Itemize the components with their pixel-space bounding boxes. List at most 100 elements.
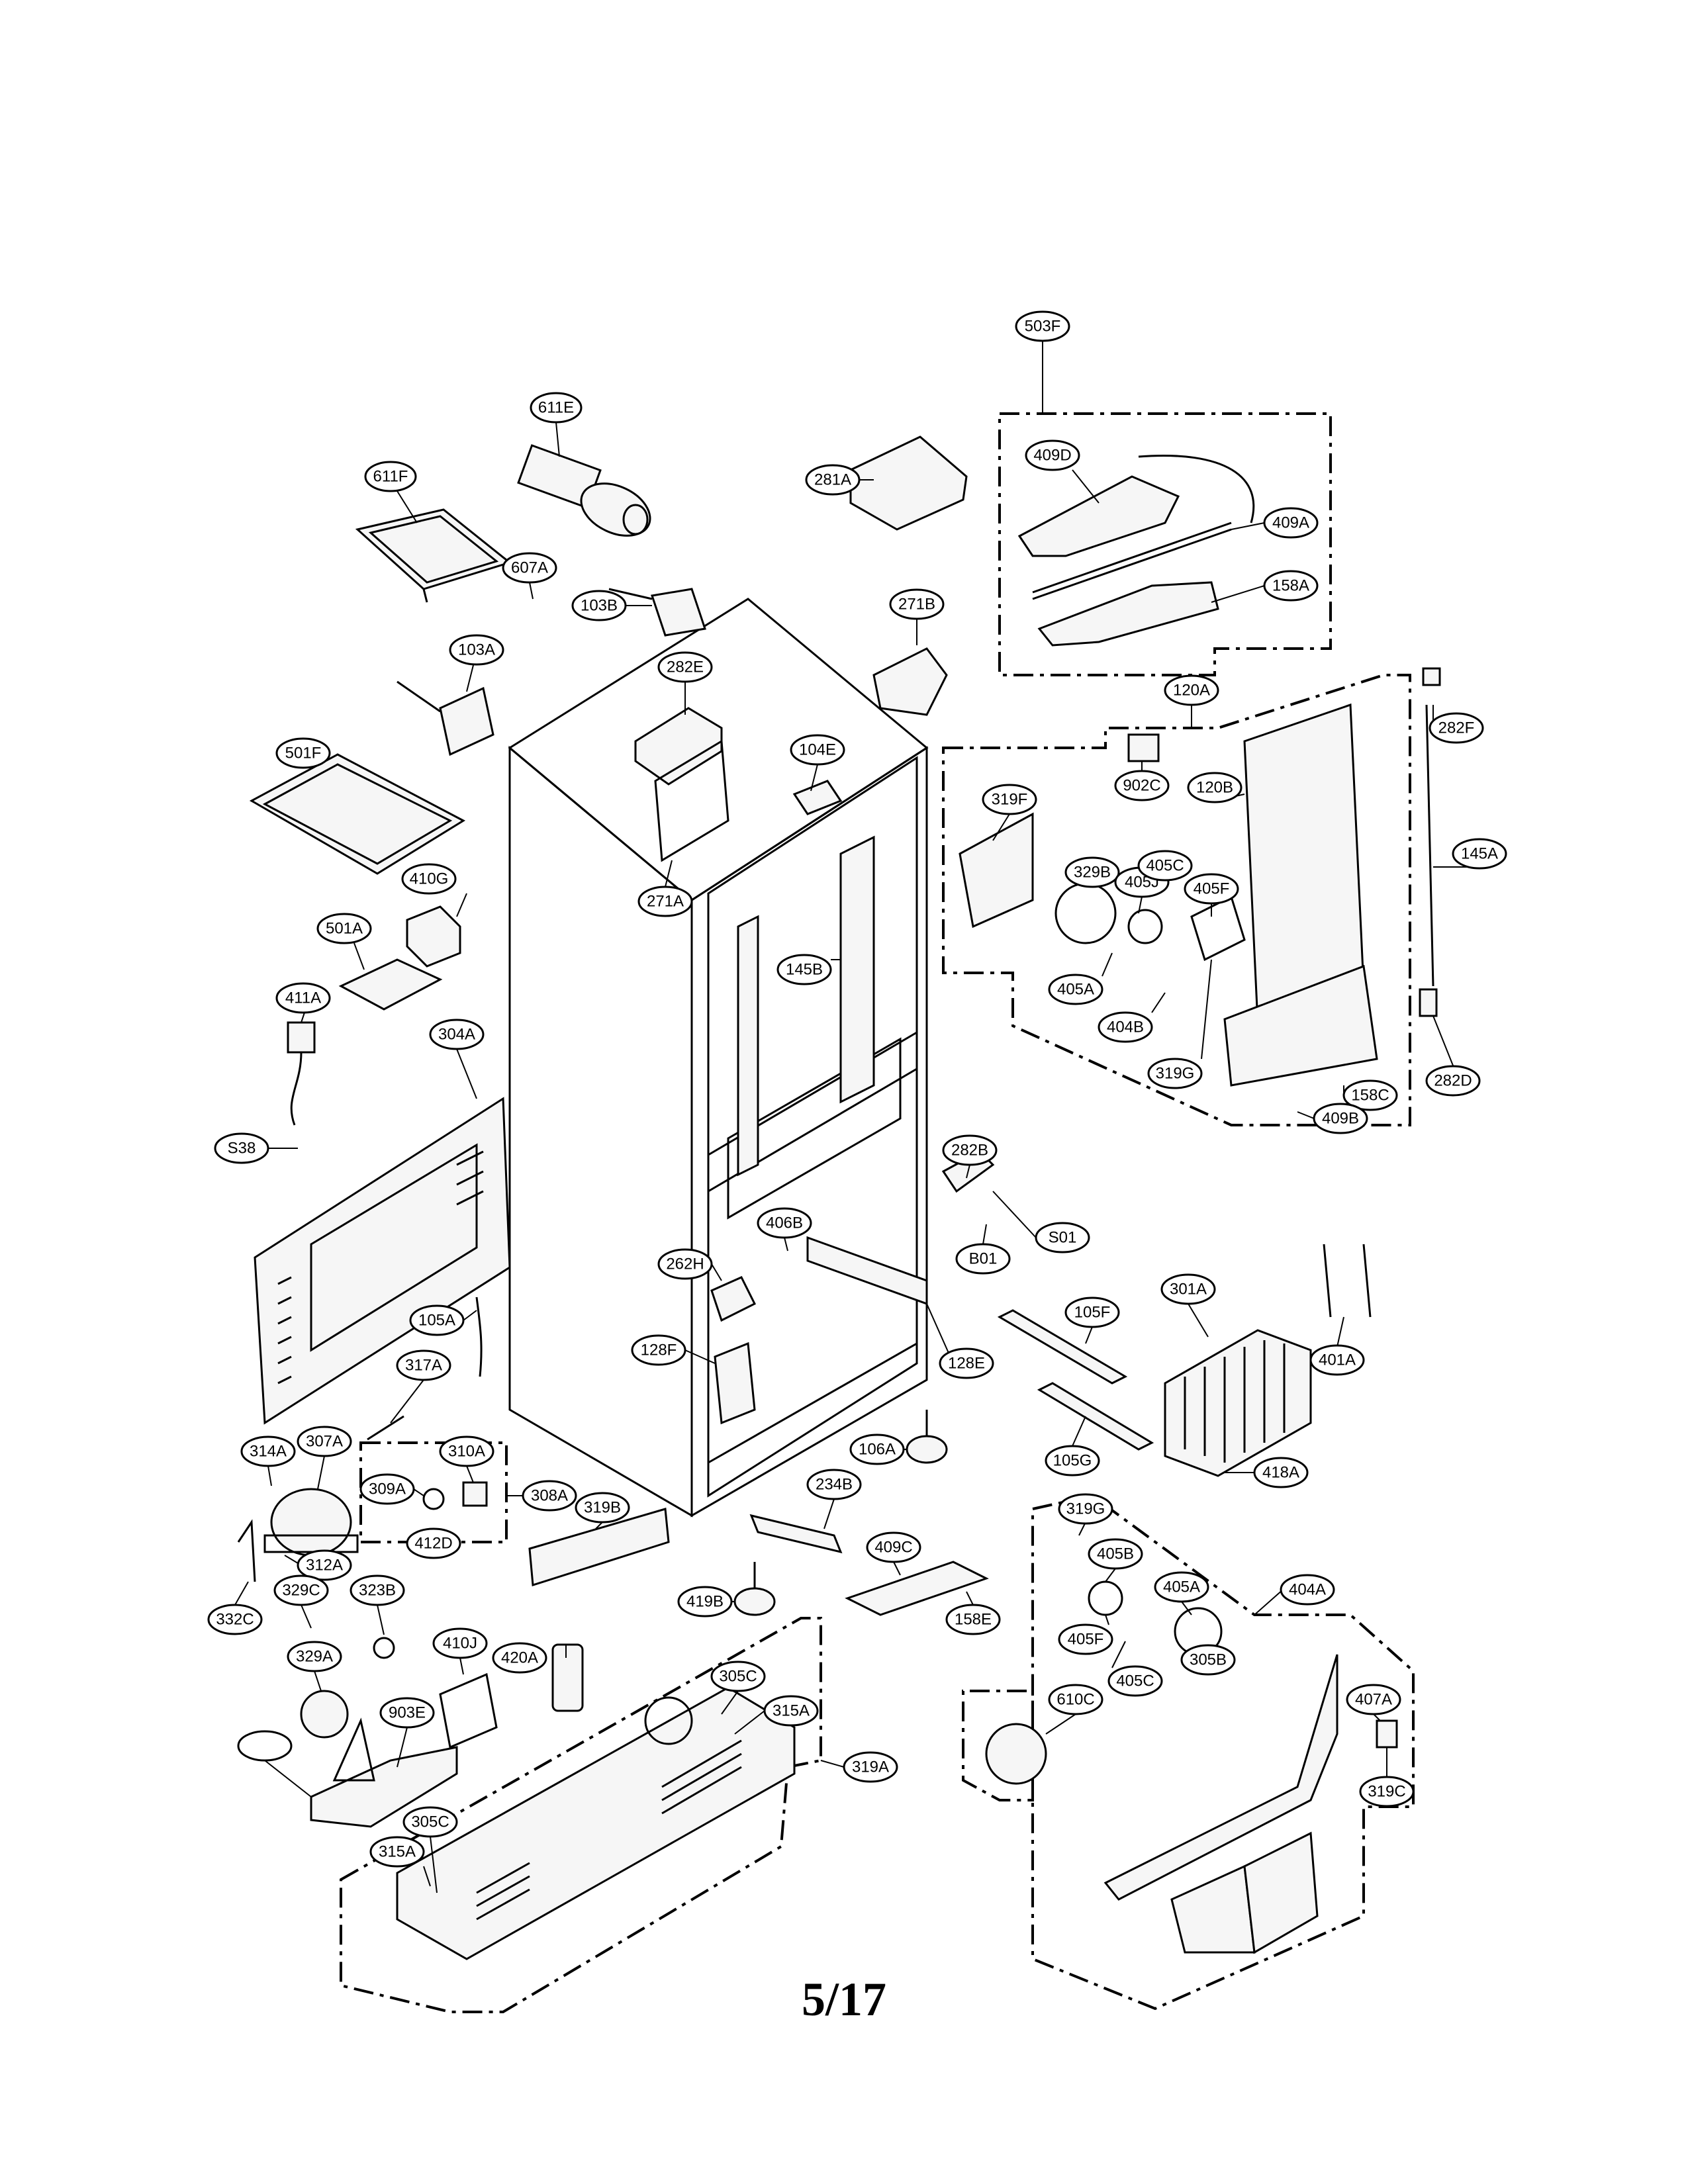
svg-text:411A: 411A	[285, 989, 321, 1007]
callout-319b: 319B	[575, 1492, 630, 1524]
callout-409a: 409A	[1263, 507, 1319, 539]
svg-text:410G: 410G	[410, 870, 449, 888]
callout-234b: 234B	[806, 1469, 862, 1500]
callout-404b: 404B	[1098, 1011, 1153, 1043]
svg-text:501F: 501F	[285, 745, 322, 762]
callout-323b: 410J	[432, 1627, 488, 1659]
svg-text:409B: 409B	[1322, 1110, 1359, 1128]
svg-text:319G: 319G	[1156, 1065, 1195, 1083]
callout-128e: 128E	[939, 1347, 994, 1379]
svg-text:607A: 607A	[511, 559, 548, 577]
callout-308a: 308A	[522, 1480, 577, 1512]
callout-503f: 503F	[1015, 310, 1070, 342]
svg-text:903E: 903E	[389, 1704, 426, 1722]
hinge-282e	[634, 707, 723, 786]
evaporator-301a	[1164, 1329, 1312, 1477]
svg-text:407A: 407A	[1355, 1691, 1392, 1709]
callout-305b-lower: 305C	[402, 1806, 458, 1838]
svg-text:503F: 503F	[1025, 318, 1061, 336]
pcb-501a	[338, 958, 443, 1011]
callout-903e: 407A	[1346, 1684, 1401, 1715]
leg-106a-upper	[906, 1410, 948, 1464]
callout-610c: 319C	[1359, 1776, 1415, 1807]
ice-maker-assembly	[517, 444, 651, 537]
evaporator-fins	[1184, 1340, 1286, 1463]
svg-text:106A: 106A	[859, 1441, 896, 1459]
svg-text:128E: 128E	[948, 1355, 985, 1373]
svg-text:405F: 405F	[1194, 880, 1230, 898]
callout-405a-upper: 405A	[1048, 974, 1103, 1005]
svg-text:319C: 319C	[1368, 1783, 1405, 1801]
callout-404a: 405B	[1088, 1538, 1143, 1570]
svg-text:405B: 405B	[1097, 1545, 1134, 1563]
callout-309a: 309A	[359, 1473, 415, 1505]
svg-text:105A: 105A	[418, 1312, 455, 1330]
leg-106a-lower	[733, 1562, 776, 1616]
svg-text:319G: 319G	[1066, 1500, 1105, 1518]
svg-text:319B: 319B	[584, 1499, 621, 1517]
callout-319g-upper: 319G	[1147, 1058, 1203, 1089]
callout-405f: 405F	[1184, 873, 1239, 905]
control-box-410g	[406, 905, 461, 968]
svg-text:305C: 305C	[411, 1813, 449, 1831]
filter-housing-103b	[608, 588, 706, 637]
svg-text:120B: 120B	[1196, 779, 1233, 797]
callout-103a: 103A	[449, 634, 504, 666]
callout-158c: 158C	[1342, 1079, 1398, 1111]
bracket-128f	[714, 1342, 756, 1425]
brush-323b	[439, 1672, 498, 1749]
svg-text:282F: 282F	[1438, 719, 1475, 737]
svg-text:405C: 405C	[1116, 1672, 1154, 1690]
callout-319f: 319F	[982, 784, 1037, 815]
callout-332c: 404A	[1280, 1574, 1335, 1606]
svg-text:329B: 329B	[1074, 864, 1111, 882]
filter-housing-103a	[397, 680, 494, 756]
svg-text:105G: 105G	[1053, 1452, 1092, 1470]
svg-text:323B: 323B	[359, 1582, 396, 1600]
callout-281a: 281A	[805, 464, 861, 496]
callout-106a-lower: 419B	[677, 1586, 733, 1617]
cover-281a	[849, 435, 968, 531]
callout-120a: 120A	[1164, 674, 1219, 706]
svg-text:120A: 120A	[1173, 682, 1210, 700]
svg-text:103A: 103A	[458, 641, 495, 659]
svg-text:145B: 145B	[786, 961, 823, 979]
callout-405a-lower: 405A	[1154, 1571, 1209, 1603]
mount-319a	[310, 1717, 458, 1828]
fan-assembly-332c	[962, 1494, 1415, 2011]
callout-310a: 310A	[439, 1435, 494, 1467]
duct-assembly-120a	[942, 674, 1411, 1126]
compressor-307a	[263, 1488, 359, 1557]
callout-305b-upper: 305C	[710, 1661, 766, 1692]
svg-text:128F: 128F	[641, 1342, 677, 1359]
svg-text:319A: 319A	[852, 1758, 889, 1776]
sensor-317a	[367, 1415, 404, 1441]
shelf-501f	[249, 753, 466, 875]
callout-405b: 329C	[273, 1574, 329, 1606]
svg-text:405C: 405C	[1146, 857, 1184, 875]
back-cover-304a	[254, 1097, 511, 1425]
clip-282d	[1419, 988, 1438, 1017]
tube-105a	[475, 1297, 483, 1377]
svg-text:410J: 410J	[443, 1635, 477, 1653]
callout-607a: 607A	[502, 552, 557, 584]
callout-329b: 329B	[1064, 856, 1120, 888]
svg-text:104E: 104E	[799, 741, 836, 759]
bracket-234b	[749, 1514, 843, 1554]
rail-105g	[1037, 1382, 1154, 1451]
svg-text:409A: 409A	[1272, 514, 1309, 532]
base-plate-vents	[476, 1739, 742, 1921]
svg-text:332C: 332C	[216, 1611, 254, 1629]
svg-text:B01: B01	[969, 1250, 998, 1268]
svg-text:409C: 409C	[874, 1539, 912, 1557]
ice-bin-lid	[355, 508, 512, 603]
callout-s38: S38	[214, 1132, 269, 1164]
svg-text:406B: 406B	[766, 1214, 803, 1232]
svg-text:262H: 262H	[666, 1255, 704, 1273]
callout-271a: 271A	[637, 886, 693, 917]
callout-410j: 420A	[492, 1642, 547, 1674]
svg-text:418A: 418A	[1262, 1464, 1299, 1482]
heater-401a	[1323, 1244, 1372, 1318]
svg-text:419B: 419B	[686, 1593, 724, 1611]
callout-501a: 501A	[316, 913, 372, 944]
